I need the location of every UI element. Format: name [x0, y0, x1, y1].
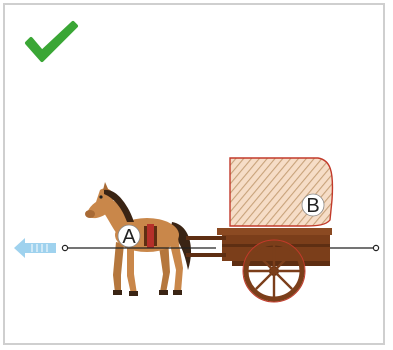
- force-line: [62, 245, 378, 250]
- cart-illustration: [186, 158, 332, 302]
- label-b-text: B: [306, 195, 319, 217]
- left-arrow-icon: [14, 238, 56, 258]
- label-a-text: A: [122, 226, 136, 248]
- cart-wheel: [243, 240, 305, 302]
- checkmark-icon: [27, 23, 76, 60]
